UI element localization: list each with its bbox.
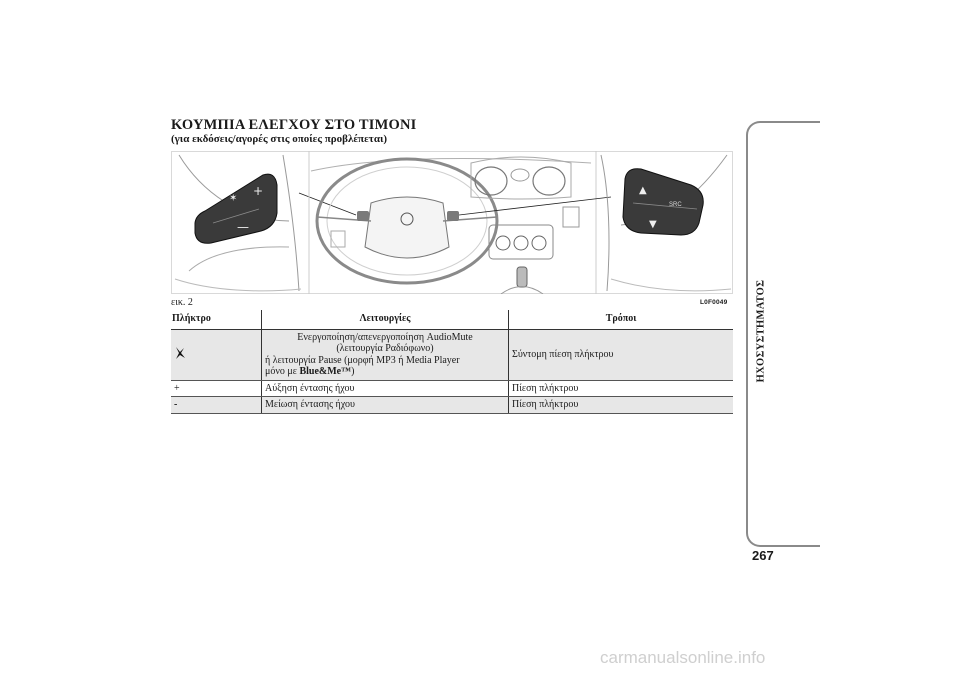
function-text-line: ή λειτουργία Pause (μορφή MP3 ή Media Pl…	[265, 354, 460, 366]
header-modes: Τρόποι	[508, 310, 733, 330]
mute-icon: ✶	[229, 193, 237, 204]
function-cell: Ενεργοποίηση/απενεργοποίηση AudioMute (λ…	[261, 329, 509, 381]
function-text-line: μόνο με	[265, 366, 300, 377]
table-row: - Μείωση έντασης ήχου Πίεση πλήκτρου	[171, 396, 733, 414]
arrow-down-icon: ▼	[649, 219, 657, 230]
page-number: 267	[752, 548, 774, 563]
function-cell: Αύξηση έντασης ήχου	[261, 380, 509, 397]
arrow-up-icon: ▲	[639, 185, 647, 196]
right-source-pad-inset: ▲ ▼ SRC	[600, 154, 732, 292]
figure-label: εικ. 2	[171, 297, 193, 308]
header-functions: Λειτουργίες	[261, 310, 509, 330]
watermark: carmanualsonline.info	[600, 648, 766, 667]
page-subtitle: (για εκδόσεις/αγορές στις οποίες προβλέπ…	[171, 133, 388, 145]
key-cell: -	[171, 396, 262, 414]
mode-cell: Σύντομη πίεση πλήκτρου	[508, 329, 733, 381]
function-text-line: (λειτουργία Ραδιόφωνο)	[336, 343, 434, 354]
src-button-label: SRC	[669, 202, 682, 208]
page-title: ΚΟΥΜΠΙΑ ΕΛΕΓΧΟΥ ΣΤΟ ΤΙΜΟΝΙ	[171, 117, 417, 133]
header-key: Πλήκτρο	[171, 310, 262, 330]
function-cell: Μείωση έντασης ήχου	[261, 396, 509, 414]
table-header-row: Πλήκτρο Λειτουργίες Τρόποι	[171, 310, 733, 330]
plus-icon: +	[253, 184, 263, 198]
mode-cell: Πίεση πλήκτρου	[508, 396, 733, 414]
blue-me-label: Blue&Me™	[299, 366, 352, 377]
function-text-line: Ενεργοποίηση/απενεργοποίηση AudioMute	[297, 331, 473, 343]
key-cell	[171, 329, 262, 381]
table-row: + Αύξηση έντασης ήχου Πίεση πλήκτρου	[171, 380, 733, 397]
minus-icon: —	[237, 220, 249, 234]
mode-cell: Πίεση πλήκτρου	[508, 380, 733, 397]
function-text-line: )	[351, 366, 355, 377]
mute-icon	[176, 346, 185, 359]
key-cell: +	[171, 380, 262, 397]
dashboard-view	[308, 151, 597, 294]
figure-code: L0F0049	[700, 299, 728, 306]
functions-table: Πλήκτρο Λειτουργίες Τρόποι Ενεργοποίηση/…	[171, 310, 733, 414]
steering-wheel-controls-figure: ✶ + —	[171, 151, 733, 294]
section-tab	[746, 121, 820, 547]
table-row: Ενεργοποίηση/απενεργοποίηση AudioMute (λ…	[171, 329, 733, 381]
left-volume-pad-inset: ✶ + —	[174, 154, 302, 292]
